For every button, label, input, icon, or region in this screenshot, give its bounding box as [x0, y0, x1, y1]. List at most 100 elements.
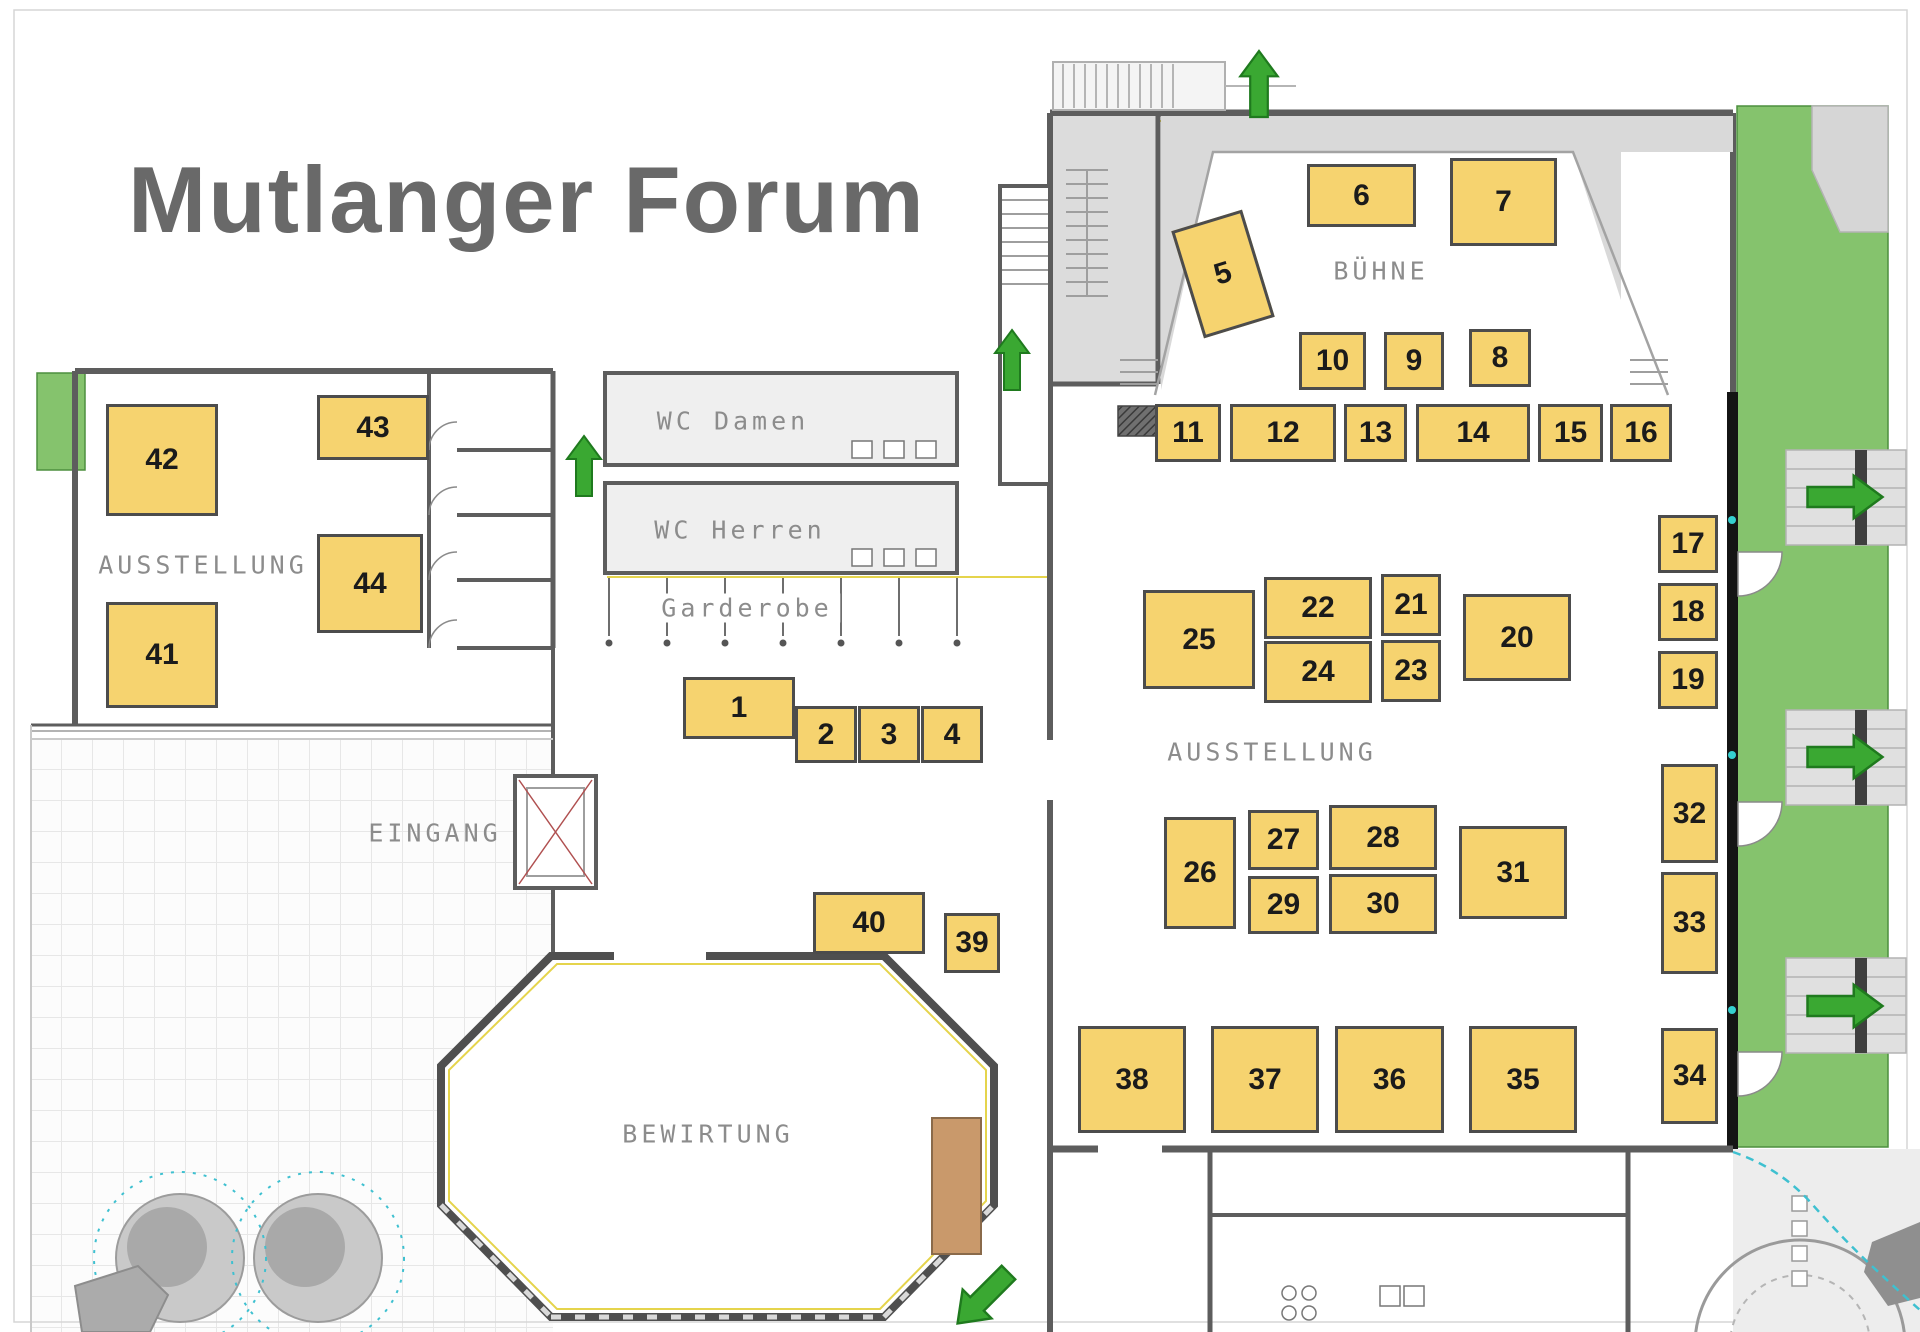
- booth-number: 3: [880, 717, 898, 751]
- booth-40[interactable]: 40: [813, 892, 925, 954]
- booth-14[interactable]: 14: [1416, 404, 1530, 462]
- booth-number: 37: [1248, 1062, 1282, 1096]
- service-area: [1053, 113, 1161, 387]
- booth-29[interactable]: 29: [1248, 876, 1319, 934]
- booth-number: 13: [1358, 416, 1393, 449]
- top-external-stairs: [1052, 61, 1296, 111]
- booth-number: 29: [1266, 888, 1301, 921]
- arrows-layer: [565, 49, 1885, 1325]
- booth-number: 22: [1301, 591, 1335, 624]
- booth-3[interactable]: 3: [858, 706, 920, 763]
- booth-28[interactable]: 28: [1329, 805, 1437, 870]
- booth-number: 8: [1491, 341, 1509, 374]
- booth-20[interactable]: 20: [1463, 594, 1571, 681]
- left-stair-annex: [998, 184, 1052, 486]
- exit-top-arrow: [1238, 49, 1280, 119]
- booth-32[interactable]: 32: [1661, 764, 1718, 863]
- trees-and-landscape: [73, 1149, 1920, 1332]
- exit-right-2-arrow: [1806, 733, 1885, 781]
- booth-26[interactable]: 26: [1164, 817, 1236, 929]
- booth-number: 42: [145, 443, 179, 476]
- booth-1[interactable]: 1: [683, 677, 795, 739]
- booth-number: 11: [1172, 416, 1204, 449]
- booth-8[interactable]: 8: [1469, 329, 1531, 387]
- booth-number: 44: [353, 566, 387, 600]
- booth-16[interactable]: 16: [1610, 404, 1672, 462]
- booth-number: 16: [1624, 416, 1658, 449]
- booth-number: 27: [1266, 823, 1301, 856]
- booth-7[interactable]: 7: [1450, 158, 1557, 246]
- booth-31[interactable]: 31: [1459, 826, 1567, 919]
- booth-number: 35: [1506, 1062, 1540, 1096]
- booth-number: 32: [1672, 796, 1707, 830]
- booth-number: 39: [955, 926, 989, 959]
- booth-number: 30: [1366, 887, 1400, 920]
- booth-number: 43: [356, 410, 390, 444]
- booth-number: 28: [1366, 820, 1400, 854]
- booth-38[interactable]: 38: [1078, 1026, 1186, 1133]
- booth-number: 24: [1301, 655, 1335, 688]
- booth-17[interactable]: 17: [1658, 515, 1718, 573]
- booth-number: 18: [1671, 595, 1705, 628]
- exit-right-1-arrow: [1806, 473, 1885, 521]
- booth-36[interactable]: 36: [1335, 1026, 1444, 1133]
- booth-number: 36: [1372, 1062, 1407, 1096]
- booth-number: 19: [1671, 663, 1705, 696]
- booth-24[interactable]: 24: [1264, 641, 1372, 703]
- wc-corridor-arrow: [565, 434, 603, 497]
- toilet-fixtures: [851, 440, 937, 567]
- booth-42[interactable]: 42: [106, 404, 218, 516]
- booth-11[interactable]: 11: [1155, 404, 1221, 462]
- booth-number: 21: [1394, 588, 1428, 621]
- exit-right-3-arrow: [1806, 982, 1885, 1030]
- booth-number: 2: [817, 717, 835, 751]
- booth-22[interactable]: 22: [1264, 577, 1372, 639]
- booth-41[interactable]: 41: [106, 602, 218, 708]
- booth-number: 5: [1210, 255, 1236, 292]
- kitchen-area: [1207, 1149, 1631, 1332]
- booth-27[interactable]: 27: [1248, 810, 1319, 870]
- booth-30[interactable]: 30: [1329, 874, 1437, 934]
- booth-number: 23: [1394, 654, 1428, 687]
- booth-34[interactable]: 34: [1661, 1028, 1718, 1124]
- booth-number: 9: [1405, 344, 1423, 377]
- booth-2[interactable]: 2: [795, 706, 857, 763]
- booth-number: 25: [1182, 622, 1216, 656]
- booth-number: 10: [1315, 344, 1350, 377]
- booth-number: 15: [1553, 416, 1588, 449]
- booth-25[interactable]: 25: [1143, 590, 1255, 689]
- booth-35[interactable]: 35: [1469, 1026, 1577, 1133]
- booth-43[interactable]: 43: [317, 395, 429, 460]
- booth-number: 31: [1496, 855, 1530, 889]
- booth-number: 12: [1266, 416, 1300, 449]
- booth-21[interactable]: 21: [1381, 574, 1441, 636]
- stove-and-sink: [1281, 1285, 1425, 1321]
- booth-44[interactable]: 44: [317, 534, 423, 633]
- booth-10[interactable]: 10: [1299, 332, 1366, 390]
- booth-33[interactable]: 33: [1661, 872, 1718, 974]
- booth-13[interactable]: 13: [1344, 404, 1407, 462]
- booth-19[interactable]: 19: [1658, 651, 1718, 709]
- page-title: Mutlanger Forum: [128, 147, 926, 252]
- booth-number: 20: [1500, 620, 1534, 654]
- booth-9[interactable]: 9: [1384, 332, 1444, 390]
- booth-23[interactable]: 23: [1381, 640, 1441, 702]
- booth-37[interactable]: 37: [1211, 1026, 1319, 1133]
- booth-number: 6: [1353, 178, 1370, 212]
- booth-6[interactable]: 6: [1307, 164, 1416, 227]
- booth-12[interactable]: 12: [1230, 404, 1336, 462]
- booth-number: 1: [730, 691, 748, 724]
- booth-number: 7: [1495, 185, 1512, 218]
- bar-counter: [931, 1117, 982, 1255]
- booth-18[interactable]: 18: [1658, 583, 1718, 641]
- booth-15[interactable]: 15: [1538, 404, 1603, 462]
- booth-4[interactable]: 4: [921, 706, 983, 763]
- entrance-door: [513, 774, 598, 890]
- booth-number: 34: [1672, 1059, 1707, 1092]
- left-building: [30, 368, 556, 1332]
- booth-number: 41: [145, 638, 179, 671]
- booth-39[interactable]: 39: [944, 913, 1000, 973]
